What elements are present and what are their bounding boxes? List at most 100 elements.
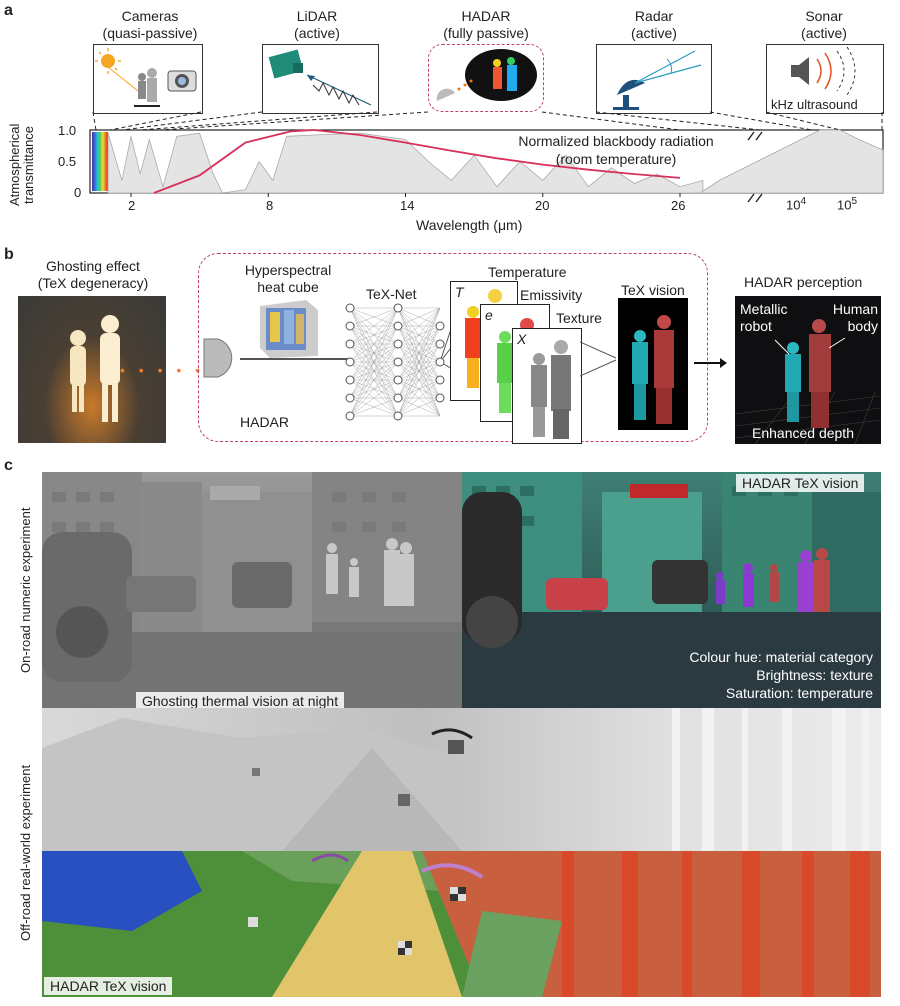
blackbody-annotation-line1: Normalized blackbody radiation	[518, 133, 714, 149]
blackbody-annotation: Normalized blackbody radiation (room tem…	[500, 132, 732, 168]
heat-cube-title: Hyperspectral heat cube	[232, 262, 344, 296]
human-line1: Human	[832, 301, 878, 317]
texture-label: Texture	[556, 310, 602, 326]
lidar-illustration	[262, 44, 379, 114]
tex-vision-image	[618, 298, 688, 430]
net-node	[393, 303, 403, 313]
city-street-thermal-icon	[42, 472, 462, 708]
merge-lines	[580, 341, 617, 377]
radar-icon	[613, 50, 702, 110]
net-node	[435, 375, 445, 385]
xtick-2: 2	[128, 198, 136, 213]
net-node	[345, 339, 355, 349]
texnet-diagram	[345, 303, 454, 421]
human-body-label: Human body	[826, 301, 878, 335]
heat-cube-title-line2: heat cube	[257, 279, 319, 295]
net-node	[345, 357, 355, 367]
sensor-sonar-mode: (active)	[801, 25, 847, 41]
onroad-label-wrap: On-road numeric experiment	[18, 472, 38, 708]
hadar-icon	[436, 49, 537, 101]
cameras-illustration	[93, 44, 203, 114]
ghosting-title-line2: (TeX degeneracy)	[37, 275, 149, 291]
offroad-tex-vision-image: HADAR TeX vision	[42, 851, 881, 997]
net-node	[393, 357, 403, 367]
ghosting-title-line1: Ghosting effect	[46, 258, 140, 274]
visible-band-strip	[92, 132, 108, 191]
ghosting-title: Ghosting effect (TeX degeneracy)	[18, 258, 168, 292]
texnet-label: TeX-Net	[366, 286, 417, 302]
texture-figure-icon	[531, 340, 571, 439]
cameras-icon	[95, 48, 197, 107]
sensor-radar-title: Radar (active)	[584, 8, 724, 42]
sensor-cameras-name: Cameras	[121, 8, 179, 24]
forest-road-thermal-icon	[42, 708, 870, 851]
radar-illustration	[596, 44, 712, 114]
sensor-cameras-title: Cameras (quasi-passive)	[80, 8, 220, 42]
sonar-label: kHz ultrasound	[771, 97, 858, 112]
temperature-label: Temperature	[488, 264, 567, 280]
perception-image	[735, 296, 881, 444]
hadar-pipeline-label: HADAR	[240, 414, 290, 430]
ghost-figures-icon	[70, 315, 120, 422]
metallic-line1: Metallic	[740, 301, 788, 317]
metallic-robot-label: Metallic robot	[740, 301, 787, 335]
axis-break-mark	[755, 131, 763, 141]
enhanced-depth-label: Enhanced depth	[752, 425, 854, 441]
chart-xlabel: Wavelength (μm)	[416, 217, 523, 233]
axis-break-mark	[747, 131, 755, 141]
radio-window-envelope	[698, 129, 884, 194]
ghosting-image	[18, 296, 166, 443]
perception-arrow-head	[720, 358, 727, 368]
offroad-label-wrap: Off-road real-world experiment	[18, 708, 38, 998]
blackbody-annotation-line2: (room temperature)	[555, 151, 677, 167]
xtick-14: 14	[400, 198, 415, 213]
xtick-1e4: 104	[786, 196, 807, 213]
sensor-sonar-title: Sonar (active)	[754, 8, 894, 42]
panel-c-letter: c	[4, 457, 13, 474]
sensor-radar-name: Radar	[634, 8, 674, 24]
sensor-to-net-line	[240, 358, 348, 360]
tex-legend: Colour hue: material category Brightness…	[689, 648, 873, 702]
tex-vision-figure-icon	[632, 315, 674, 424]
net-node	[345, 303, 355, 313]
texture-symbol: X	[517, 331, 527, 347]
sensor-lidar-name: LiDAR	[296, 8, 338, 24]
sonar-illustration: kHz ultrasound	[766, 44, 884, 114]
lidar-icon	[268, 49, 372, 106]
sensor-hadar-name: HADAR	[461, 8, 511, 24]
emissivity-label: Emissivity	[520, 287, 583, 303]
perception-title: HADAR perception	[744, 274, 863, 290]
net-node	[345, 321, 355, 331]
xtick-20: 20	[535, 198, 550, 213]
forest-road-tex-icon	[42, 851, 881, 997]
tex-vision-city-image: HADAR TeX vision Colour hue: material ca…	[462, 472, 881, 708]
perception-scene-icon	[735, 319, 881, 444]
heat-cube-icon	[260, 300, 318, 358]
sensor-wavelength-dashes	[92, 111, 883, 131]
ghost-caption: Ghosting thermal vision at night	[136, 692, 345, 708]
onroad-label: On-road numeric experiment	[18, 507, 33, 673]
human-line2: body	[847, 318, 878, 334]
tex-caption-bottom: HADAR TeX vision	[44, 977, 173, 995]
panel-b-letter: b	[4, 246, 14, 263]
ytick-1: 1.0	[58, 123, 77, 138]
net-node	[345, 411, 355, 421]
panel-a-letter: a	[4, 2, 13, 19]
net-node	[393, 339, 403, 349]
ytick-05: 0.5	[58, 154, 77, 169]
tex-vision-label: TeX vision	[621, 282, 685, 298]
texture-map: X	[512, 328, 582, 444]
net-node	[393, 411, 403, 421]
net-node	[345, 393, 355, 403]
heat-cube-title-line1: Hyperspectral	[244, 262, 332, 278]
net-node	[393, 375, 403, 385]
emissivity-symbol: e	[485, 307, 493, 323]
net-node	[435, 393, 445, 403]
sensor-sonar-name: Sonar	[805, 8, 843, 24]
hadar-sensor-icon	[203, 338, 233, 378]
net-node	[435, 321, 445, 331]
legend-brightness: Brightness: texture	[756, 667, 873, 683]
sensor-hadar-mode: (fully passive)	[443, 25, 529, 41]
metallic-line2: robot	[740, 318, 772, 334]
hadar-illustration	[428, 44, 544, 112]
